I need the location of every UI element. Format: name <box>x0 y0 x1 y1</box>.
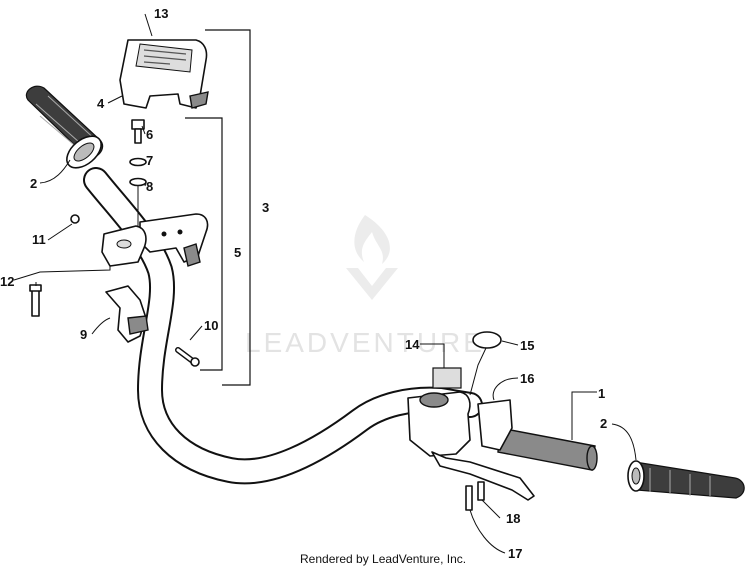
screw-long <box>29 284 42 317</box>
callout-6: 6 <box>146 127 153 142</box>
nut <box>70 214 80 224</box>
left-grip <box>25 85 104 169</box>
callout-4: 4 <box>97 96 105 111</box>
callout-14: 14 <box>405 337 420 352</box>
callout-15: 15 <box>520 338 534 353</box>
callout-11: 11 <box>32 232 46 247</box>
callout-18: 18 <box>506 511 520 526</box>
callout-5: 5 <box>234 245 241 260</box>
watermark-text: LEADVENTURE <box>245 327 485 358</box>
screw <box>175 347 200 367</box>
callout-7: 7 <box>146 153 153 168</box>
callout-13: 13 <box>154 6 168 21</box>
callout-2-right: 2 <box>600 416 607 431</box>
bracket-5 <box>185 117 223 371</box>
right-grip <box>627 460 745 499</box>
callouts: 1 2 2 3 4 5 6 7 8 9 10 11 12 13 14 15 16… <box>0 6 607 561</box>
mount-screws <box>465 481 485 511</box>
reservoir-cap <box>472 331 502 349</box>
throttle-lever <box>105 285 149 343</box>
leader-lines <box>13 13 637 554</box>
bracket-3 <box>205 29 251 386</box>
leadventure-watermark: LEADVENTURE <box>245 215 485 358</box>
render-credit: Rendered by LeadVenture, Inc. <box>300 552 466 566</box>
clamp-block <box>101 225 147 267</box>
callout-12: 12 <box>0 274 14 289</box>
handlebar <box>83 167 598 485</box>
callout-10: 10 <box>204 318 218 333</box>
callout-2-left: 2 <box>30 176 37 191</box>
callout-1: 1 <box>598 386 605 401</box>
callout-3: 3 <box>262 200 269 215</box>
callout-17: 17 <box>508 546 522 561</box>
switch-housing-base <box>139 213 209 267</box>
callout-16: 16 <box>520 371 534 386</box>
switch-housing-cover <box>119 39 209 109</box>
bolt-and-washers <box>129 119 147 232</box>
callout-8: 8 <box>146 179 153 194</box>
warning-label <box>432 367 462 389</box>
callout-9: 9 <box>80 327 87 342</box>
brake-master-cylinder <box>407 391 535 501</box>
